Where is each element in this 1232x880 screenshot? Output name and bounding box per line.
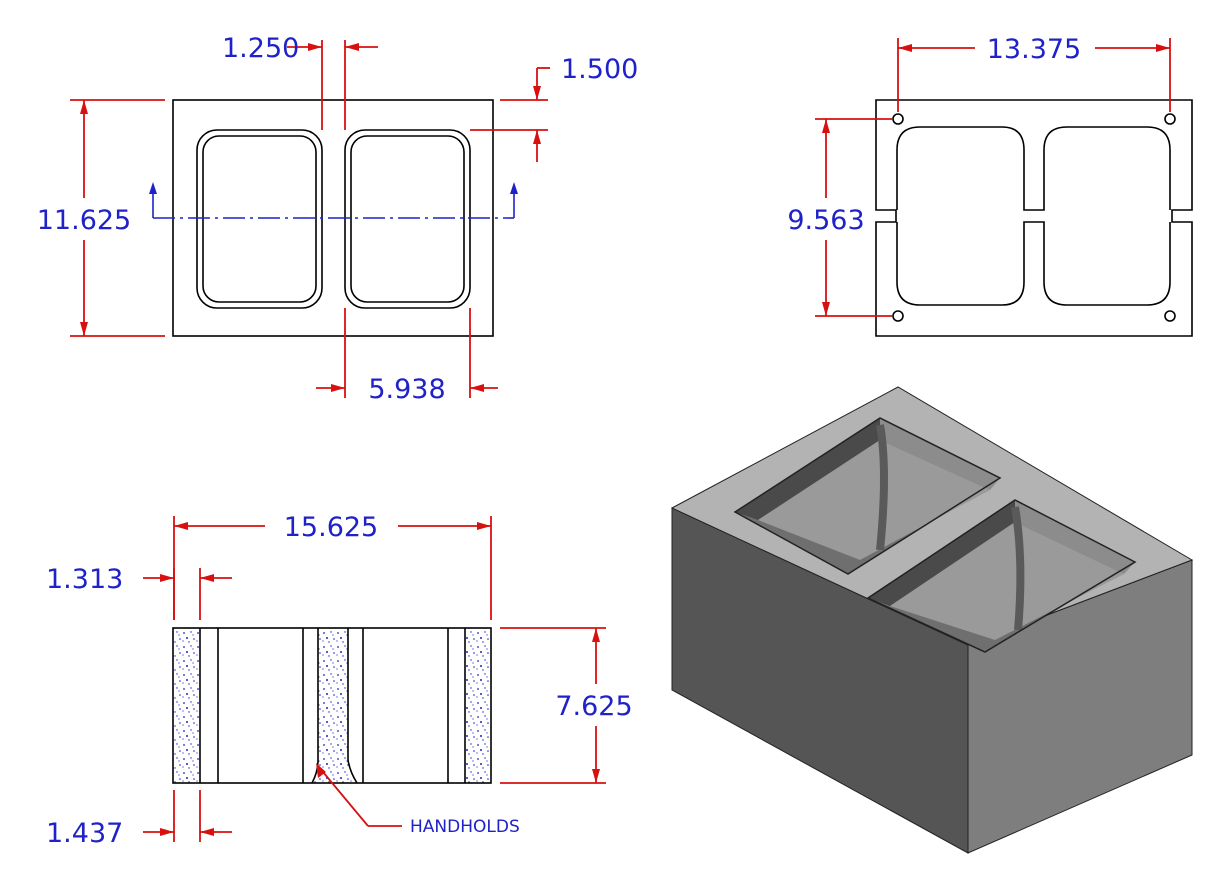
top-view-right-cell	[344, 129, 471, 309]
front-section-view: 15.625 1.313 7.625	[46, 512, 633, 849]
dim-front-shell: 1.313	[46, 564, 232, 620]
dim-text-bottom-height: 9.563	[787, 205, 864, 236]
bottom-view-cells-bottom	[896, 221, 1171, 306]
right-shell-hatch	[465, 628, 491, 783]
top-view: 11.625 1.250 1.500	[37, 33, 639, 405]
bottom-view: 13.375 9.563	[787, 34, 1193, 337]
dim-bottom-width: 13.375	[897, 34, 1171, 112]
dim-text-front-bottom-shell: 1.437	[46, 818, 123, 849]
top-view-left-cell	[196, 129, 323, 309]
top-view-left-cell-inner	[202, 135, 317, 303]
isometric-view	[670, 386, 1194, 854]
handholds-label: HANDHOLDS	[410, 817, 520, 837]
handholds-callout: HANDHOLDS	[316, 763, 520, 837]
iso-left-cell	[733, 417, 1002, 575]
bottom-view-outline	[875, 99, 1193, 337]
dim-bottom-height: 9.563	[787, 118, 892, 317]
dim-top-web: 1.250	[222, 33, 378, 130]
dim-text-top-height: 11.625	[37, 205, 131, 236]
dim-top-face: 1.500	[470, 54, 638, 162]
iso-right-cell	[866, 499, 1137, 653]
dim-top-height: 11.625	[37, 99, 165, 337]
left-shell-hatch	[174, 628, 200, 783]
dim-text-bottom-width: 13.375	[987, 34, 1081, 65]
corner-holes	[892, 113, 1176, 322]
dim-text-top-web: 1.250	[222, 33, 299, 64]
bottom-view-cells-top	[896, 126, 1171, 211]
dim-front-length: 15.625	[173, 512, 492, 620]
dim-text-top-face: 1.500	[561, 54, 638, 85]
web-hatch	[312, 628, 357, 783]
dim-text-front-shell: 1.313	[46, 564, 123, 595]
dim-text-front-height: 7.625	[555, 691, 632, 722]
dim-front-height: 7.625	[500, 627, 633, 784]
dim-text-front-length: 15.625	[284, 512, 378, 543]
dim-top-cell: 5.938	[316, 308, 498, 405]
dim-front-bottom-shell: 1.437	[46, 790, 232, 849]
dim-text-top-cell: 5.938	[368, 374, 445, 405]
top-view-right-cell-inner	[350, 135, 465, 303]
section-cut-line	[149, 182, 518, 219]
